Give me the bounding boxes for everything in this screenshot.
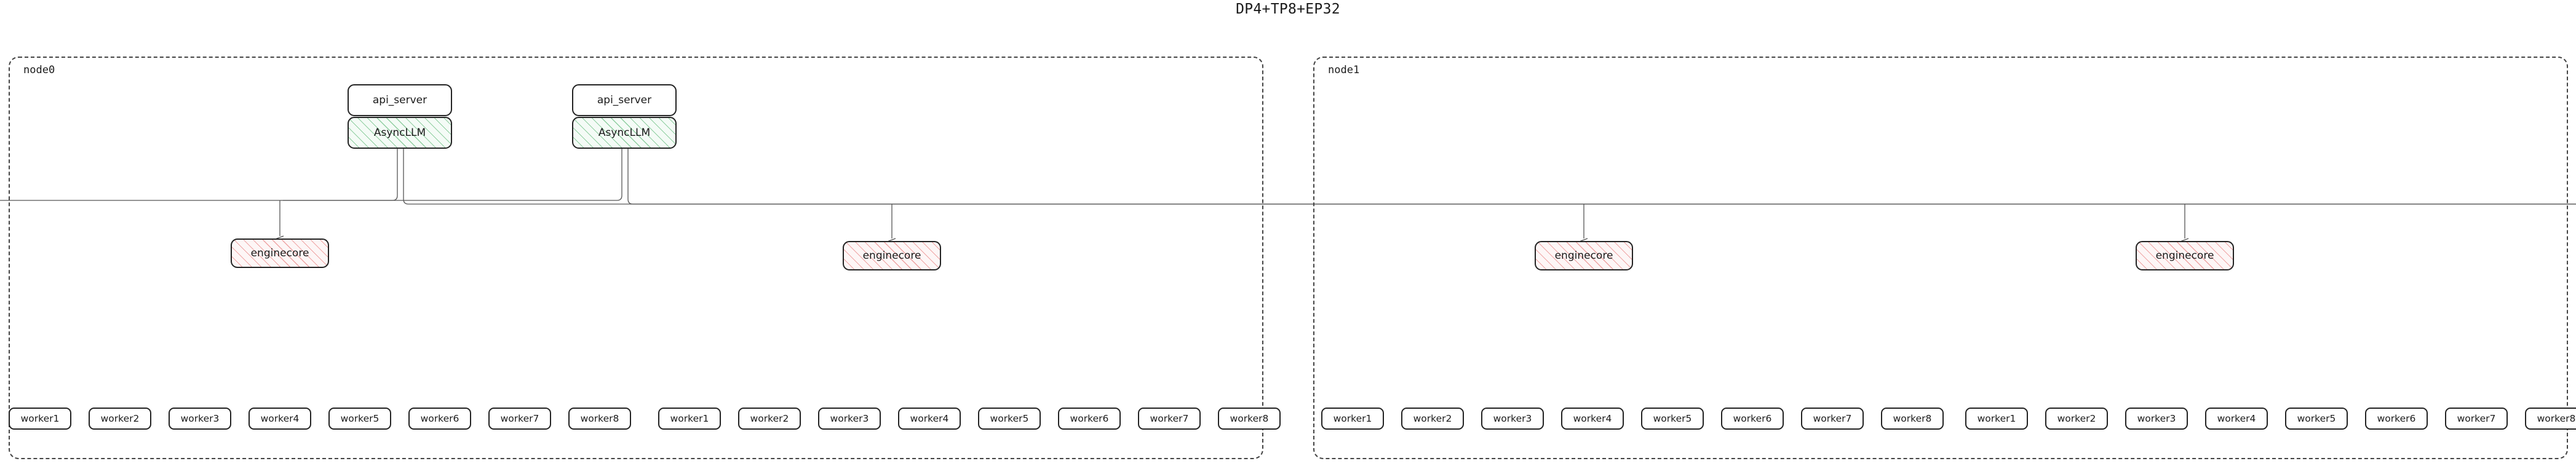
worker-box-node0-1-6-label: worker7	[1150, 413, 1189, 424]
worker-box-node0-0-0-label: worker1	[20, 413, 60, 424]
worker-box-node1-0-2[interactable]: worker3	[1481, 408, 1544, 430]
worker-box-node0-1-5-label: worker6	[1070, 413, 1109, 424]
worker-box-node0-0-2-label: worker3	[180, 413, 220, 424]
worker-box-node0-1-1-label: worker2	[750, 413, 789, 424]
enginecore-box-node1-0[interactable]: enginecore	[1535, 241, 1633, 270]
worker-box-node1-0-6-label: worker7	[1813, 413, 1852, 424]
worker-box-node0-0-2[interactable]: worker3	[169, 408, 231, 430]
worker-box-node1-1-3[interactable]: worker4	[2205, 408, 2268, 430]
worker-box-node1-1-5-label: worker6	[2377, 413, 2416, 424]
worker-box-node1-1-5[interactable]: worker6	[2365, 408, 2428, 430]
worker-box-node1-0-1[interactable]: worker2	[1401, 408, 1464, 430]
worker-box-node1-0-0-label: worker1	[1333, 413, 1372, 424]
worker-box-node0-0-7[interactable]: worker8	[568, 408, 631, 430]
api-server-box-node0-0[interactable]: api_server	[348, 84, 452, 116]
worker-box-node1-1-4[interactable]: worker5	[2285, 408, 2348, 430]
worker-box-node1-1-1[interactable]: worker2	[2045, 408, 2108, 430]
api-server-box-node0-0-label: api_server	[372, 94, 427, 106]
worker-box-node0-0-6[interactable]: worker7	[488, 408, 551, 430]
worker-box-node0-0-3-label: worker4	[260, 413, 300, 424]
worker-box-node1-0-4[interactable]: worker5	[1641, 408, 1704, 430]
worker-box-node1-0-7[interactable]: worker8	[1881, 408, 1944, 430]
worker-box-node0-0-1-label: worker2	[100, 413, 140, 424]
worker-box-node1-0-0[interactable]: worker1	[1321, 408, 1384, 430]
enginecore-box-node1-0-label: enginecore	[1554, 250, 1613, 262]
worker-box-node1-0-2-label: worker3	[1493, 413, 1532, 424]
asyncllm-box-node0-0-label: AsyncLLM	[373, 127, 426, 139]
worker-box-node1-1-6-label: worker7	[2457, 413, 2496, 424]
worker-box-node1-0-5[interactable]: worker6	[1721, 408, 1784, 430]
asyncllm-box-node0-1[interactable]: AsyncLLM	[572, 117, 677, 149]
worker-box-node1-1-6[interactable]: worker7	[2445, 408, 2508, 430]
worker-box-node0-1-2-label: worker3	[830, 413, 869, 424]
worker-box-node1-1-1-label: worker2	[2057, 413, 2096, 424]
worker-box-node1-0-1-label: worker2	[1413, 413, 1452, 424]
worker-box-node1-1-0-label: worker1	[1977, 413, 2016, 424]
worker-box-node0-1-4[interactable]: worker5	[978, 408, 1041, 430]
worker-box-node0-0-3[interactable]: worker4	[248, 408, 311, 430]
worker-box-node0-1-2[interactable]: worker3	[818, 408, 881, 430]
worker-box-node0-1-3-label: worker4	[910, 413, 949, 424]
worker-box-node0-0-6-label: worker7	[500, 413, 539, 424]
worker-box-node0-0-7-label: worker8	[580, 413, 619, 424]
worker-box-node1-1-2-label: worker3	[2137, 413, 2176, 424]
asyncllm-box-node0-1-label: AsyncLLM	[598, 127, 651, 139]
worker-box-node1-1-7[interactable]: worker8	[2525, 408, 2576, 430]
node-label-node0: node0	[23, 64, 55, 76]
page-title: DP4+TP8+EP32	[1236, 1, 1340, 17]
worker-box-node0-1-7[interactable]: worker8	[1218, 408, 1281, 430]
worker-box-node0-1-1[interactable]: worker2	[738, 408, 801, 430]
enginecore-box-node0-0-label: enginecore	[250, 247, 309, 259]
worker-box-node1-0-3-label: worker4	[1573, 413, 1612, 424]
worker-box-node1-1-3-label: worker4	[2217, 413, 2256, 424]
api-server-box-node0-1[interactable]: api_server	[572, 84, 677, 116]
worker-box-node1-0-3[interactable]: worker4	[1561, 408, 1624, 430]
worker-box-node1-1-7-label: worker8	[2537, 413, 2576, 424]
asyncllm-box-node0-0[interactable]: AsyncLLM	[348, 117, 452, 149]
worker-box-node1-1-2[interactable]: worker3	[2125, 408, 2188, 430]
worker-box-node0-1-7-label: worker8	[1230, 413, 1269, 424]
enginecore-box-node1-1-label: enginecore	[2155, 250, 2214, 262]
worker-box-node0-0-5-label: worker6	[420, 413, 459, 424]
worker-box-node1-1-4-label: worker5	[2297, 413, 2336, 424]
worker-box-node0-0-5[interactable]: worker6	[408, 408, 471, 430]
node-cluster-node1: node1	[1313, 57, 2568, 459]
enginecore-box-node1-1[interactable]: enginecore	[2136, 241, 2234, 270]
worker-box-node1-0-6[interactable]: worker7	[1801, 408, 1864, 430]
node-label-node1: node1	[1328, 64, 1360, 76]
worker-box-node0-1-4-label: worker5	[990, 413, 1029, 424]
worker-box-node1-0-4-label: worker5	[1653, 413, 1692, 424]
worker-box-node1-0-7-label: worker8	[1893, 413, 1932, 424]
worker-box-node1-0-5-label: worker6	[1733, 413, 1772, 424]
worker-box-node0-1-3[interactable]: worker4	[898, 408, 961, 430]
worker-box-node1-1-0[interactable]: worker1	[1965, 408, 2028, 430]
enginecore-box-node0-1[interactable]: enginecore	[843, 241, 941, 270]
worker-box-node0-1-0-label: worker1	[670, 413, 709, 424]
worker-box-node0-0-0[interactable]: worker1	[9, 408, 71, 430]
enginecore-box-node0-1-label: enginecore	[862, 250, 921, 262]
enginecore-box-node0-0[interactable]: enginecore	[231, 238, 329, 268]
api-server-box-node0-1-label: api_server	[597, 94, 652, 106]
worker-box-node0-1-5[interactable]: worker6	[1058, 408, 1121, 430]
worker-box-node0-1-0[interactable]: worker1	[658, 408, 721, 430]
worker-box-node0-0-1[interactable]: worker2	[89, 408, 151, 430]
worker-box-node0-1-6[interactable]: worker7	[1138, 408, 1201, 430]
node-cluster-node0: node0	[9, 57, 1263, 459]
worker-box-node0-0-4[interactable]: worker5	[328, 408, 391, 430]
worker-box-node0-0-4-label: worker5	[340, 413, 380, 424]
